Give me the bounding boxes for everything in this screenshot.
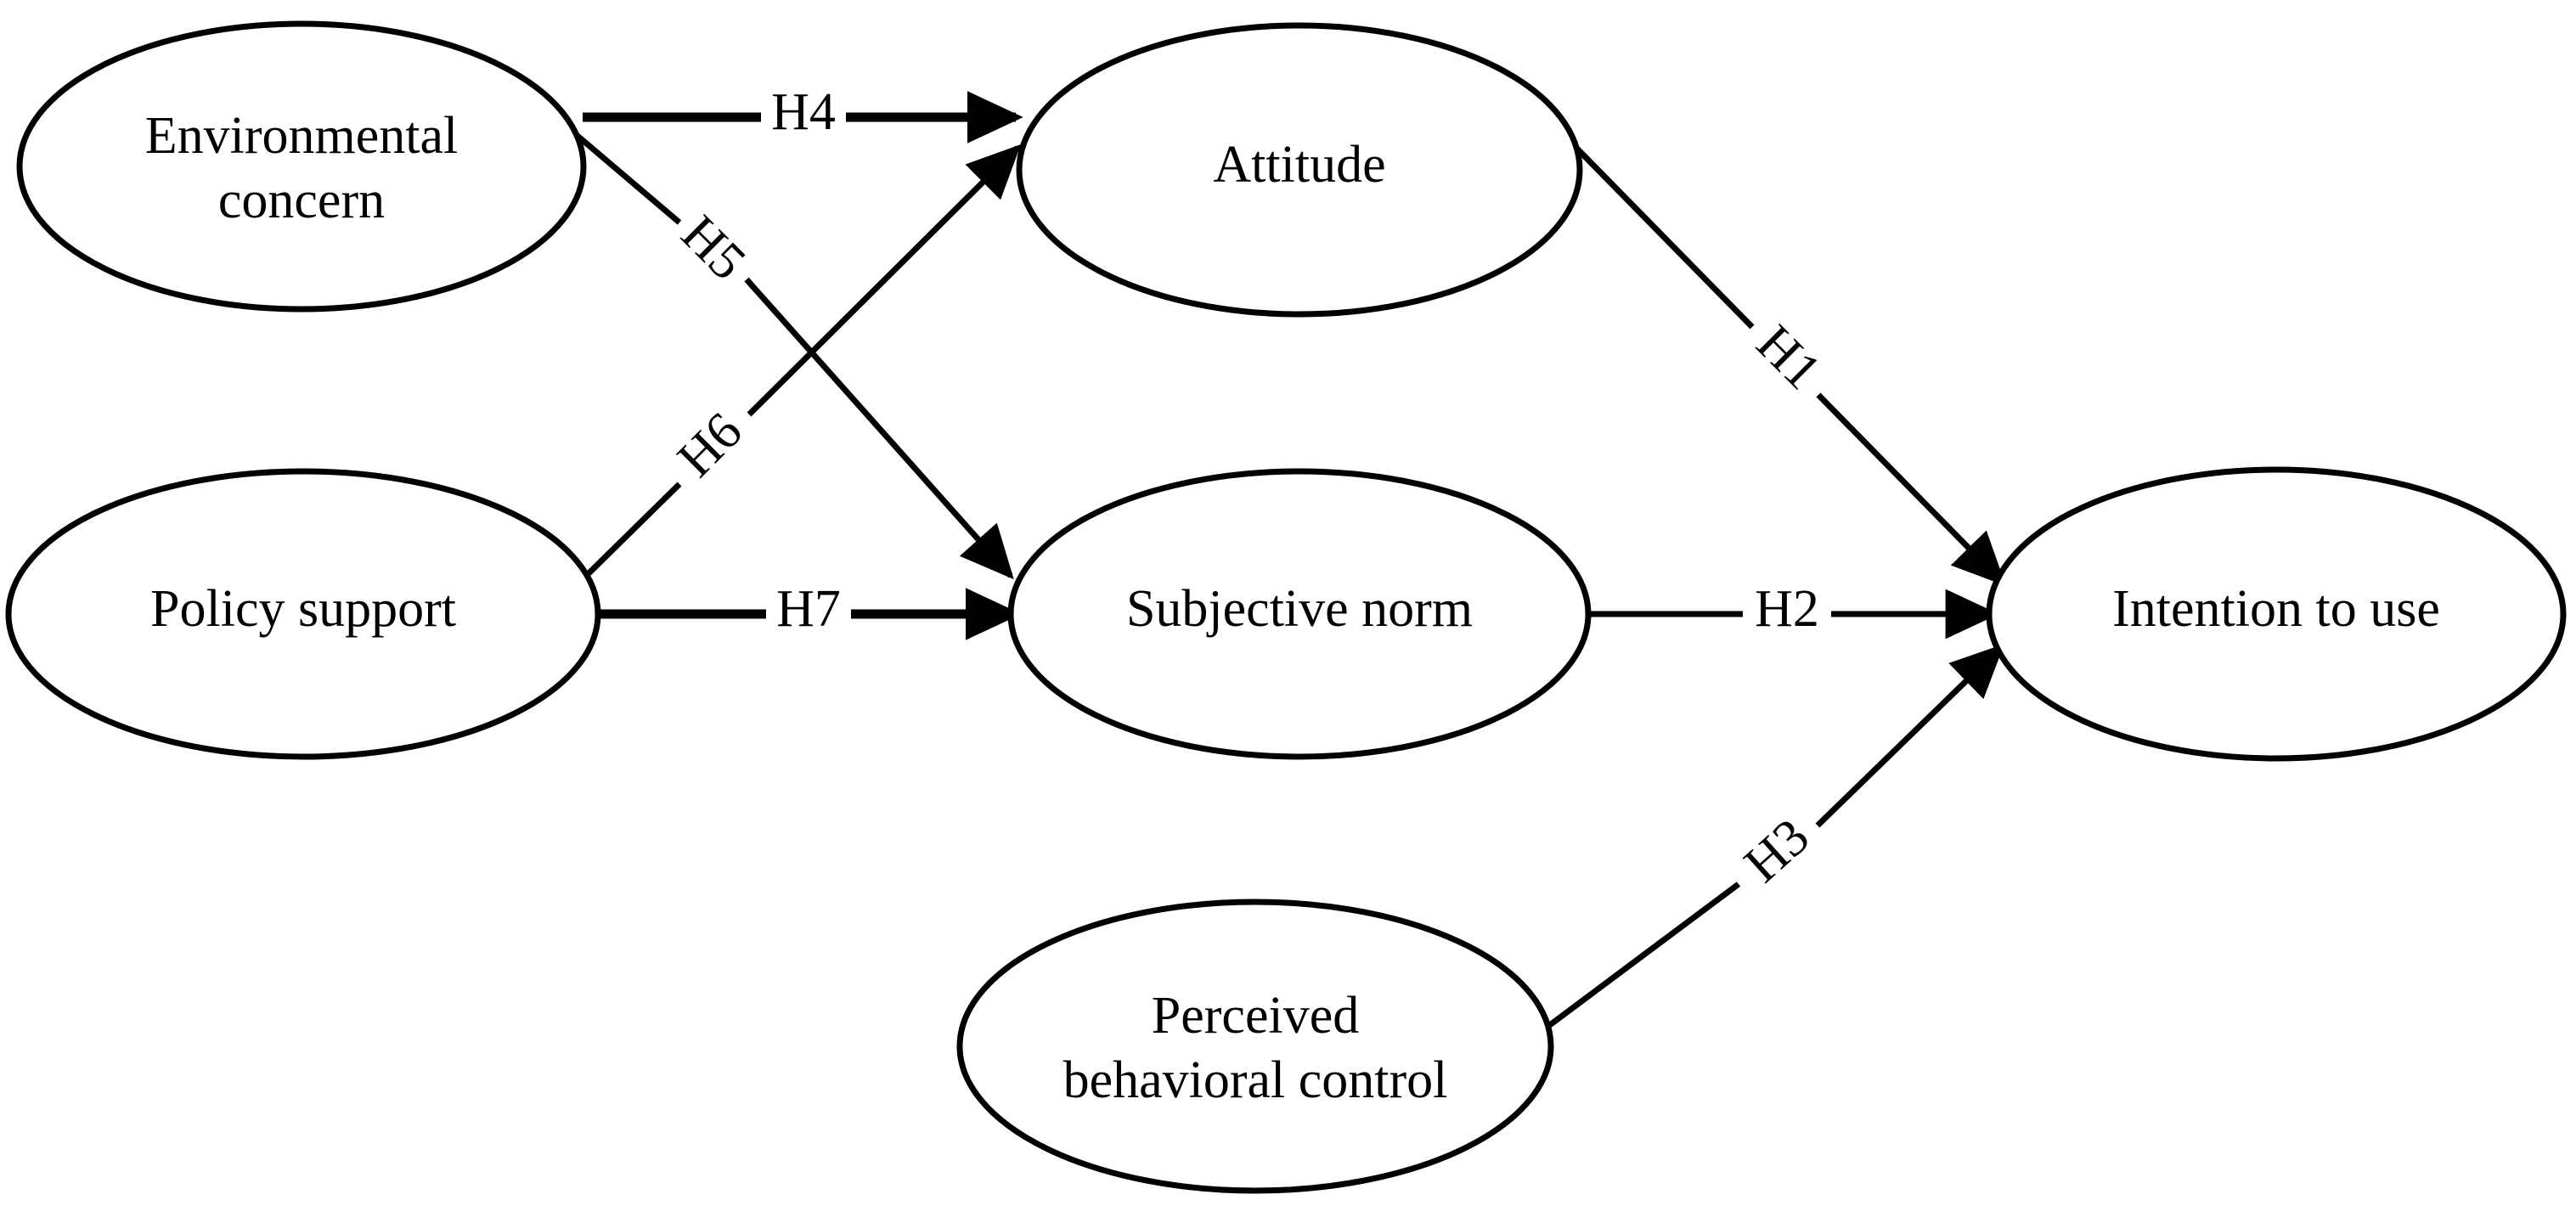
edge-h4[interactable]: H4 [583,83,1023,144]
edge-h2[interactable]: H2 [1578,580,1999,639]
edge-label-h7: H7 [776,580,841,638]
node-policy-support-shape [5,468,601,760]
node-policy-support[interactable]: Policy support [5,468,601,760]
node-environmental-concern-label-line1: Environmental [145,107,458,165]
node-intention-to-use[interactable]: Intention to use [1986,466,2567,762]
edge-h5-segment-upper [575,133,682,225]
edge-h5[interactable]: H5 [575,133,1014,580]
edge-h5-segment-lower [744,277,1014,580]
edge-h1-segment-upper [1569,140,1755,330]
edge-label-h5: H5 [670,205,757,291]
edge-label-h1: H1 [1745,314,1832,401]
node-environmental-concern-shape [16,20,587,313]
edge-label-h2: H2 [1755,580,1819,638]
edge-h3[interactable]: H3 [1542,644,2005,1032]
node-perceived-behavioral-control-label-line2: behavioral control [1063,1051,1448,1109]
node-subjective-norm-label-line1: Subjective norm [1126,580,1473,638]
node-environmental-concern-label-line2: concern [218,172,385,229]
node-intention-to-use-label-line1: Intention to use [2112,580,2440,638]
edge-h6-segment-upper [747,144,1021,417]
edge-h6-segment-lower [575,482,682,587]
node-environmental-concern[interactable]: Environmental concern [16,20,587,313]
node-perceived-behavioral-control-label-line1: Perceived [1152,987,1359,1045]
edge-h3-segment-upper [1815,644,2005,828]
node-perceived-behavioral-control-shape [956,899,1554,1194]
edge-h3-segment-lower [1542,882,1741,1032]
node-subjective-norm[interactable]: Subjective norm [1007,468,1592,760]
node-attitude-shape [1016,22,1583,318]
node-attitude-label-line1: Attitude [1213,136,1385,194]
edge-h6[interactable]: H6 [575,144,1021,587]
node-subjective-norm-shape [1007,468,1592,760]
edge-label-h6: H6 [667,402,753,488]
node-policy-support-label-line1: Policy support [150,580,456,638]
edge-label-h3: H3 [1733,808,1820,893]
edge-label-h4: H4 [771,83,836,141]
edge-h1-segment-lower [1816,392,2006,586]
node-attitude[interactable]: Attitude [1016,22,1583,318]
node-perceived-behavioral-control[interactable]: Perceived behavioral control [956,899,1554,1194]
node-intention-to-use-shape [1986,466,2567,762]
edge-h1[interactable]: H1 [1569,140,2006,586]
edge-h7[interactable]: H7 [595,580,1022,640]
